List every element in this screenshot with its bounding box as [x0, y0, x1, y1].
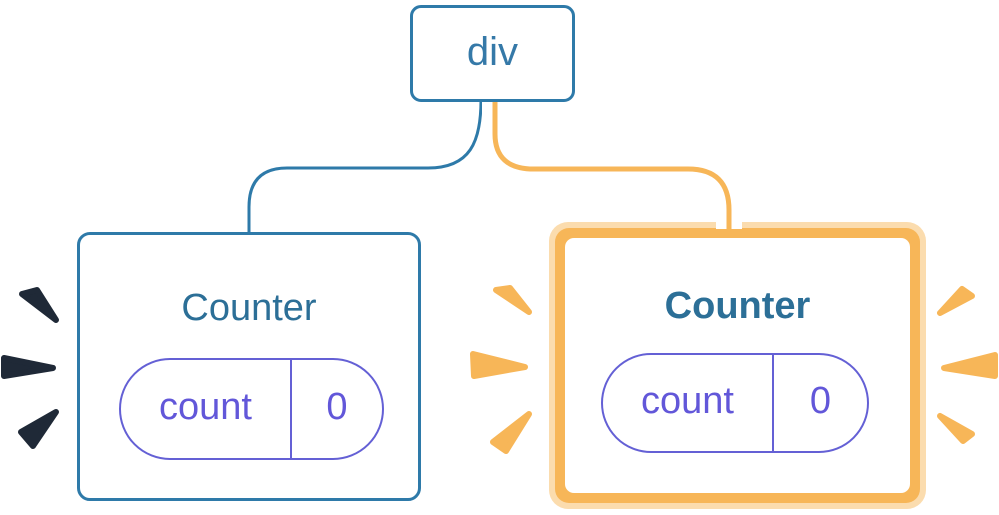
- root-node-label: div: [466, 29, 519, 74]
- highlight-ring: Counter count 0: [555, 228, 920, 503]
- sparkle-burst-middle-icon: [470, 285, 532, 454]
- edge-to-left-counter: [247, 99, 483, 236]
- state-value-cell: 0: [774, 355, 867, 451]
- counter-card-plain: Counter count 0: [77, 232, 421, 501]
- state-value: 0: [326, 386, 348, 428]
- counter-card-highlighted-body: Counter count 0: [565, 238, 910, 493]
- state-key-cell: count: [603, 355, 774, 451]
- state-pill: count 0: [119, 358, 384, 460]
- state-key-cell: count: [121, 360, 292, 458]
- root-node: div: [410, 5, 575, 102]
- counter-title: Counter: [664, 285, 811, 327]
- state-key: count: [641, 380, 734, 422]
- state-pill: count 0: [601, 353, 869, 453]
- counter-card-highlighted: Counter count 0: [549, 222, 926, 509]
- sparkle-burst-right-icon: [937, 286, 998, 444]
- state-value-cell: 0: [292, 360, 382, 458]
- state-key: count: [159, 386, 252, 428]
- sparkle-burst-left-icon: [1, 287, 59, 449]
- edge-to-right-counter-casing: [482, 97, 742, 229]
- state-value: 0: [809, 380, 832, 422]
- edge-to-right-counter: [492, 97, 732, 236]
- counter-title: Counter: [181, 287, 317, 329]
